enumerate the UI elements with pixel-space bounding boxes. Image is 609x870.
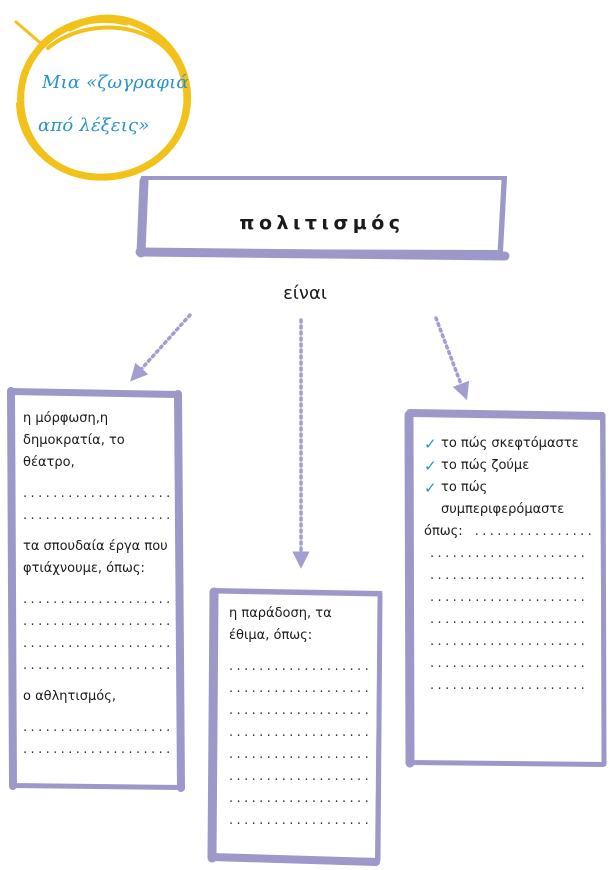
fill-in-line[interactable]: ............................... [23,614,169,629]
fill-in-line[interactable]: ............................... [229,813,371,828]
check-label: το πώς [441,480,488,495]
arrows [130,313,470,569]
fill-in-line[interactable]: ............................... [474,524,594,539]
check-item-continued: συμπεριφερόμαστε [424,499,594,521]
left-item-2: τα σπουδαία έργα που φτιάχνουμε, όπως: [23,539,168,576]
fill-in-line[interactable]: ............................... [430,656,586,671]
fill-in-line[interactable]: ............................... [23,636,169,651]
check-icon: ✓ [424,435,437,453]
fill-in-line[interactable]: ............................... [23,720,169,735]
logo-ring-icon [14,14,192,181]
fill-in-line[interactable]: ............................... [430,634,586,649]
fill-in-line[interactable]: ............................... [430,590,586,605]
fill-in-line[interactable]: ............................... [23,486,169,501]
opos-label: όπως: [424,524,463,539]
check-item: ✓ το πώς [424,477,594,499]
fill-in-line[interactable]: ............................... [229,681,371,696]
middle-item-1: η παράδοση, τα έθιμα, όπως: [229,606,332,643]
right-box: ✓ το πώς σκεφτόμαστε ✓ το πώς ζούμε ✓ το… [424,433,594,697]
middle-box: η παράδοση, τα έθιμα, όπως: ............… [229,603,375,832]
check-label: το πώς σκεφτόμαστε [441,436,579,451]
fill-in-line[interactable]: ............................... [229,725,371,740]
check-label: συμπεριφερόμαστε [441,502,565,517]
connector-word: είναι [283,283,327,304]
fill-in-line[interactable]: ............................... [23,658,169,673]
fill-in-line[interactable]: ............................... [430,546,586,561]
fill-in-line[interactable]: ............................... [430,568,586,583]
concept-title: πολιτισμός [239,212,405,234]
fill-in-line[interactable]: ............................... [229,769,371,784]
left-box: η μόρφωση,η δημοκρατία, το θέατρο, .....… [23,408,171,761]
check-item: ✓ το πώς σκεφτόμαστε [424,433,594,455]
fill-in-line[interactable]: ............................... [229,659,371,674]
fill-in-line[interactable]: ............................... [229,747,371,762]
left-item-1: η μόρφωση,η δημοκρατία, το θέατρο, [23,411,125,470]
fill-in-line[interactable]: ............................... [430,612,586,627]
fill-in-line[interactable]: ............................... [229,703,371,718]
fill-in-line[interactable]: ............................... [229,791,371,806]
logo-line-1: Μια «ζωγραφιά [42,72,189,93]
fill-in-line[interactable]: ............................... [430,678,586,693]
fill-in-line[interactable]: ............................... [23,592,169,607]
check-label: το πώς ζούμε [441,458,530,473]
check-icon: ✓ [424,457,437,475]
fill-in-line[interactable]: ............................... [23,742,169,757]
opos-row: όπως: ............................... [424,521,594,543]
fill-in-line[interactable]: ............................... [23,508,169,523]
check-item: ✓ το πώς ζούμε [424,455,594,477]
check-icon: ✓ [424,479,437,497]
logo-line-2: από λέξεις» [38,115,150,136]
left-item-3: ο αθλητισμός, [23,689,116,704]
